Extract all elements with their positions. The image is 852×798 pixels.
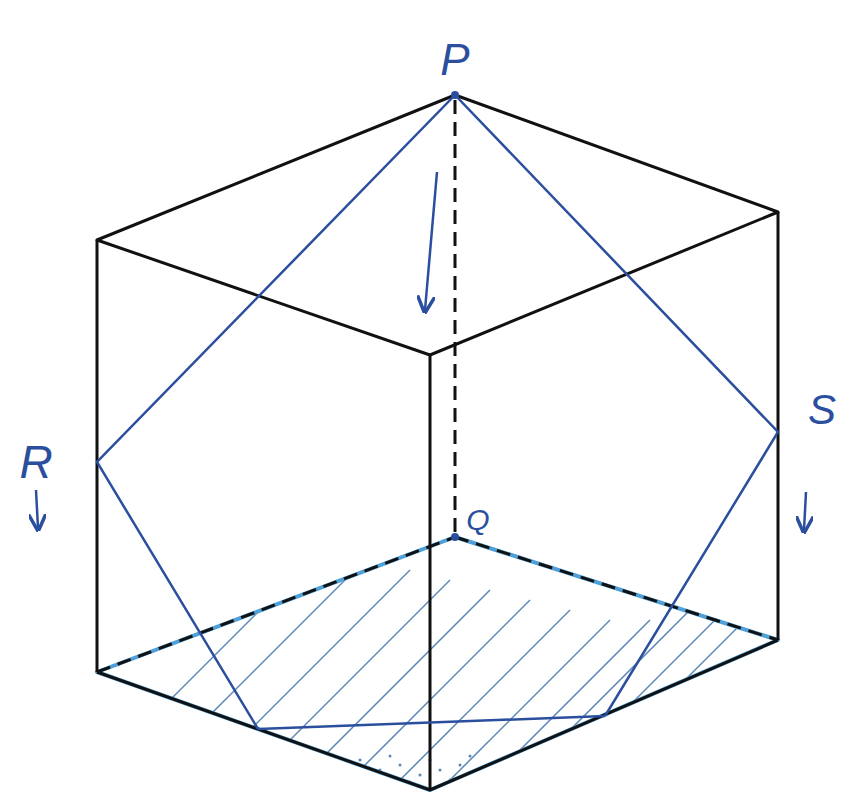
cube-edges	[97, 95, 778, 790]
point-label: R	[19, 439, 52, 485]
motion-arrows	[36, 172, 806, 530]
hidden-edges	[97, 100, 778, 672]
point-label: S	[808, 389, 836, 431]
bottom-hatching	[150, 540, 770, 790]
vertex-dots	[451, 91, 459, 541]
section-lines	[97, 95, 778, 729]
bottom-outline	[97, 537, 778, 790]
point-label: P	[440, 38, 469, 82]
point-label: Q	[466, 505, 489, 535]
